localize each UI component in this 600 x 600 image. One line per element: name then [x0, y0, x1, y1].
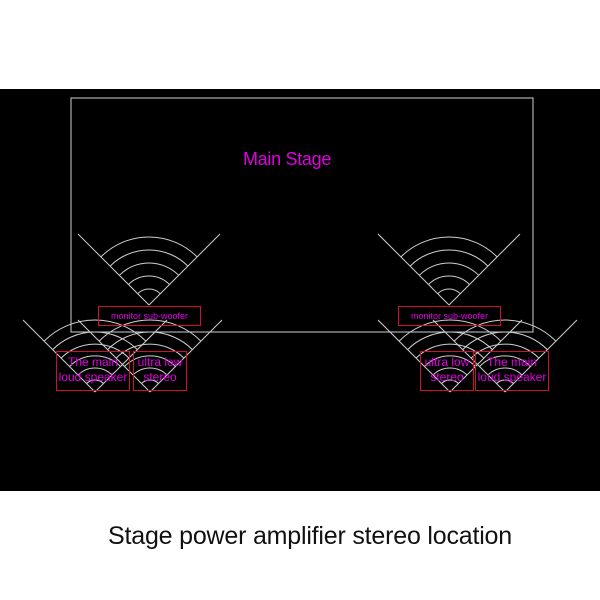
cone-edge	[377, 233, 450, 306]
right-main-speaker-cone-icon	[432, 319, 578, 393]
sound-wave-arc	[77, 367, 113, 376]
sound-wave-arc	[470, 343, 540, 359]
left-ultra-low-stereo-label: ultra low stereo	[133, 351, 187, 391]
left-ultra-low-line-2: stereo	[143, 370, 177, 384]
sound-wave-arc	[487, 367, 523, 376]
cone-edge	[77, 233, 150, 306]
sound-wave-arc	[432, 367, 468, 376]
sound-wave-arc	[424, 355, 476, 367]
left-ultra-low-line-1: ultra low	[137, 355, 183, 369]
sound-wave-arc	[118, 262, 180, 276]
left-main-speaker-line-1: The main	[67, 355, 119, 369]
sound-wave-arc	[43, 319, 147, 342]
right-main-speaker-line-1: The main	[486, 355, 538, 369]
sound-wave-arc	[128, 275, 170, 285]
sound-wave-arc	[69, 355, 121, 367]
sound-wave-arc	[441, 379, 459, 384]
sound-wave-arc	[132, 367, 168, 376]
sound-wave-arc	[462, 331, 548, 350]
cone-edge	[148, 233, 221, 306]
stage-diagram: Main Stage monitor sub-woofer monitor su…	[0, 89, 600, 491]
cone-edge	[448, 233, 521, 306]
sound-wave-arc	[115, 343, 185, 359]
cone-edge	[377, 319, 451, 393]
monitor-sub-woofer-right-label: monitor sub-woofer	[398, 306, 501, 326]
right-main-speaker-line-2: loud speaker	[477, 370, 547, 384]
sound-wave-arc	[428, 275, 470, 285]
main-stage-outline	[70, 97, 534, 333]
left-main-loud-speaker-label: The main loud speaker	[56, 351, 130, 391]
sound-wave-arc	[52, 331, 138, 350]
right-main-loud-speaker-label: The main loud speaker	[475, 351, 549, 391]
diagram-lines	[22, 97, 578, 393]
sound-wave-arc	[407, 331, 493, 350]
monitor-sub-woofer-left-label: monitor sub-woofer	[98, 306, 201, 326]
cone-edge	[504, 319, 578, 393]
sound-wave-arc	[137, 288, 161, 295]
sound-wave-arc	[86, 379, 104, 384]
cone-edge	[77, 319, 151, 393]
sound-wave-arc	[453, 319, 557, 342]
diagram-caption: Stage power amplifier stereo location	[108, 522, 512, 550]
sound-wave-arc	[100, 236, 198, 258]
sound-wave-arc	[418, 262, 480, 276]
left-main-speaker-cone-icon	[22, 319, 168, 393]
sound-wave-arc	[398, 319, 502, 342]
sound-wave-arc	[479, 355, 531, 367]
sound-wave-arc	[141, 379, 159, 384]
sound-wave-arc	[437, 288, 461, 295]
monitor-left-cone-icon	[77, 233, 221, 306]
sound-wave-arc	[98, 319, 202, 342]
sound-wave-arc	[496, 379, 514, 384]
main-stage-label: Main Stage	[242, 149, 332, 169]
cone-edge	[432, 319, 506, 393]
sound-wave-arc	[400, 236, 498, 258]
right-ultra-low-line-2: stereo	[430, 370, 464, 384]
sound-wave-arc	[107, 331, 193, 350]
right-ultra-low-stereo-label: ultra low stereo	[420, 351, 474, 391]
left-main-speaker-line-2: loud speaker	[58, 370, 128, 384]
sound-wave-arc	[109, 249, 189, 267]
right-ultra-low-line-1: ultra low	[424, 355, 470, 369]
cone-edge	[22, 319, 96, 393]
sound-wave-arc	[409, 249, 489, 267]
monitor-right-cone-icon	[377, 233, 521, 306]
